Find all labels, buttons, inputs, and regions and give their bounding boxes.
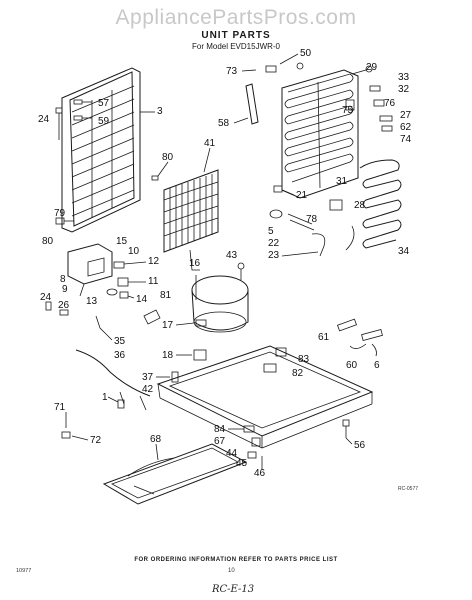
watermark: AppliancePartsPros.com (115, 6, 357, 29)
callout-73: 73 (226, 66, 238, 77)
callout-3: 3 (157, 106, 163, 117)
callout-21: 21 (296, 190, 308, 201)
callout-72: 72 (90, 435, 102, 446)
callout-56: 56 (354, 440, 366, 451)
callout-58: 58 (218, 118, 230, 129)
left-lower-screws (45, 301, 69, 316)
callout-67: 67 (214, 436, 226, 447)
screws-79-80 (55, 217, 74, 225)
wiring-harness (75, 315, 151, 411)
screw-56 (342, 419, 350, 438)
callout-26: 26 (58, 300, 70, 311)
callout-50: 50 (300, 48, 312, 59)
part-82 (263, 363, 277, 373)
callout-80: 80 (42, 236, 54, 247)
callout-81: 81 (160, 290, 172, 301)
callout-11: 11 (148, 276, 159, 287)
callout-1: 1 (102, 392, 108, 403)
callout-32: 32 (398, 84, 410, 95)
document-number: 10977 (16, 568, 32, 574)
callout-60: 60 (346, 360, 358, 371)
insulation-strip (245, 83, 259, 125)
callout-22: 22 (268, 238, 280, 249)
callout-5: 5 (268, 226, 274, 237)
relay-block (67, 243, 129, 299)
callout-35: 35 (114, 336, 126, 347)
callouts: 50 73 29 33 32 57 59 3 24 76 75 27 62 74… (38, 48, 412, 479)
callout-82: 82 (292, 368, 304, 379)
part-83 (275, 347, 287, 357)
callout-16: 16 (189, 258, 201, 269)
callout-17: 17 (162, 320, 174, 331)
callout-79: 79 (54, 208, 66, 219)
base-frame (156, 345, 374, 449)
callout-33: 33 (398, 72, 410, 83)
callout-6: 6 (374, 360, 380, 371)
callout-42: 42 (142, 384, 154, 395)
callout-76: 76 (384, 98, 396, 109)
callout-23: 23 (268, 250, 280, 261)
callout-34: 34 (398, 246, 410, 257)
callout-9: 9 (62, 284, 68, 295)
rack-screws (55, 99, 92, 140)
screws-45-46 (247, 451, 263, 470)
callout-46: 46 (254, 468, 266, 479)
callout-61: 61 (318, 332, 330, 343)
callout-83: 83 (298, 354, 310, 365)
callout-59: 59 (98, 116, 110, 127)
callout-27: 27 (400, 110, 412, 121)
callout-84: 84 (214, 424, 226, 435)
callout-78: 78 (306, 214, 318, 225)
callout-71: 71 (54, 402, 66, 413)
callout-74: 74 (400, 134, 412, 145)
drain-assembly (269, 185, 355, 257)
condenser-rack (61, 67, 141, 233)
page-number: 10 (228, 568, 235, 574)
callout-12: 12 (148, 256, 160, 267)
condenser-coil (163, 169, 219, 271)
compressor (191, 262, 249, 333)
callout-8: 8 (60, 274, 66, 285)
callout-44: 44 (226, 448, 238, 459)
callout-43: 43 (226, 250, 238, 261)
diagram-title: UNIT PARTS (201, 30, 271, 41)
callout-37: 37 (142, 372, 154, 383)
callout-14: 14 (136, 294, 148, 305)
callout-24: 24 (40, 292, 52, 303)
callout-28: 28 (354, 200, 366, 211)
part-1 (117, 399, 125, 409)
grommet (193, 349, 207, 361)
part-81 (143, 309, 161, 325)
callout-24: 24 (38, 114, 50, 125)
callout-45: 45 (236, 458, 248, 469)
callout-57: 57 (98, 98, 110, 109)
callout-41: 41 (204, 138, 216, 149)
drawing-code: RC-0577 (398, 486, 419, 492)
callout-31: 31 (336, 176, 348, 187)
handwritten-note: RC-E-13 (212, 584, 255, 595)
ordering-note: FOR ORDERING INFORMATION REFER TO PARTS … (134, 557, 338, 563)
callout-13: 13 (86, 296, 98, 307)
callout-80: 80 (162, 152, 174, 163)
callout-62: 62 (400, 122, 412, 133)
callout-29: 29 (366, 62, 378, 73)
top-right-small-parts (265, 62, 393, 132)
callout-75: 75 (342, 105, 354, 116)
callout-36: 36 (114, 350, 126, 361)
evaporator-coil-lower (359, 159, 402, 249)
callout-68: 68 (150, 434, 162, 445)
callout-15: 15 (116, 236, 128, 247)
screw-80 (151, 175, 159, 181)
callout-18: 18 (162, 350, 174, 361)
callout-10: 10 (128, 246, 140, 257)
defrost-thermostat (337, 318, 383, 357)
drain-pan (102, 443, 248, 505)
part-71-72 (61, 412, 71, 439)
diagram-subtitle: For Model EVD15JWR-0 (191, 42, 281, 51)
